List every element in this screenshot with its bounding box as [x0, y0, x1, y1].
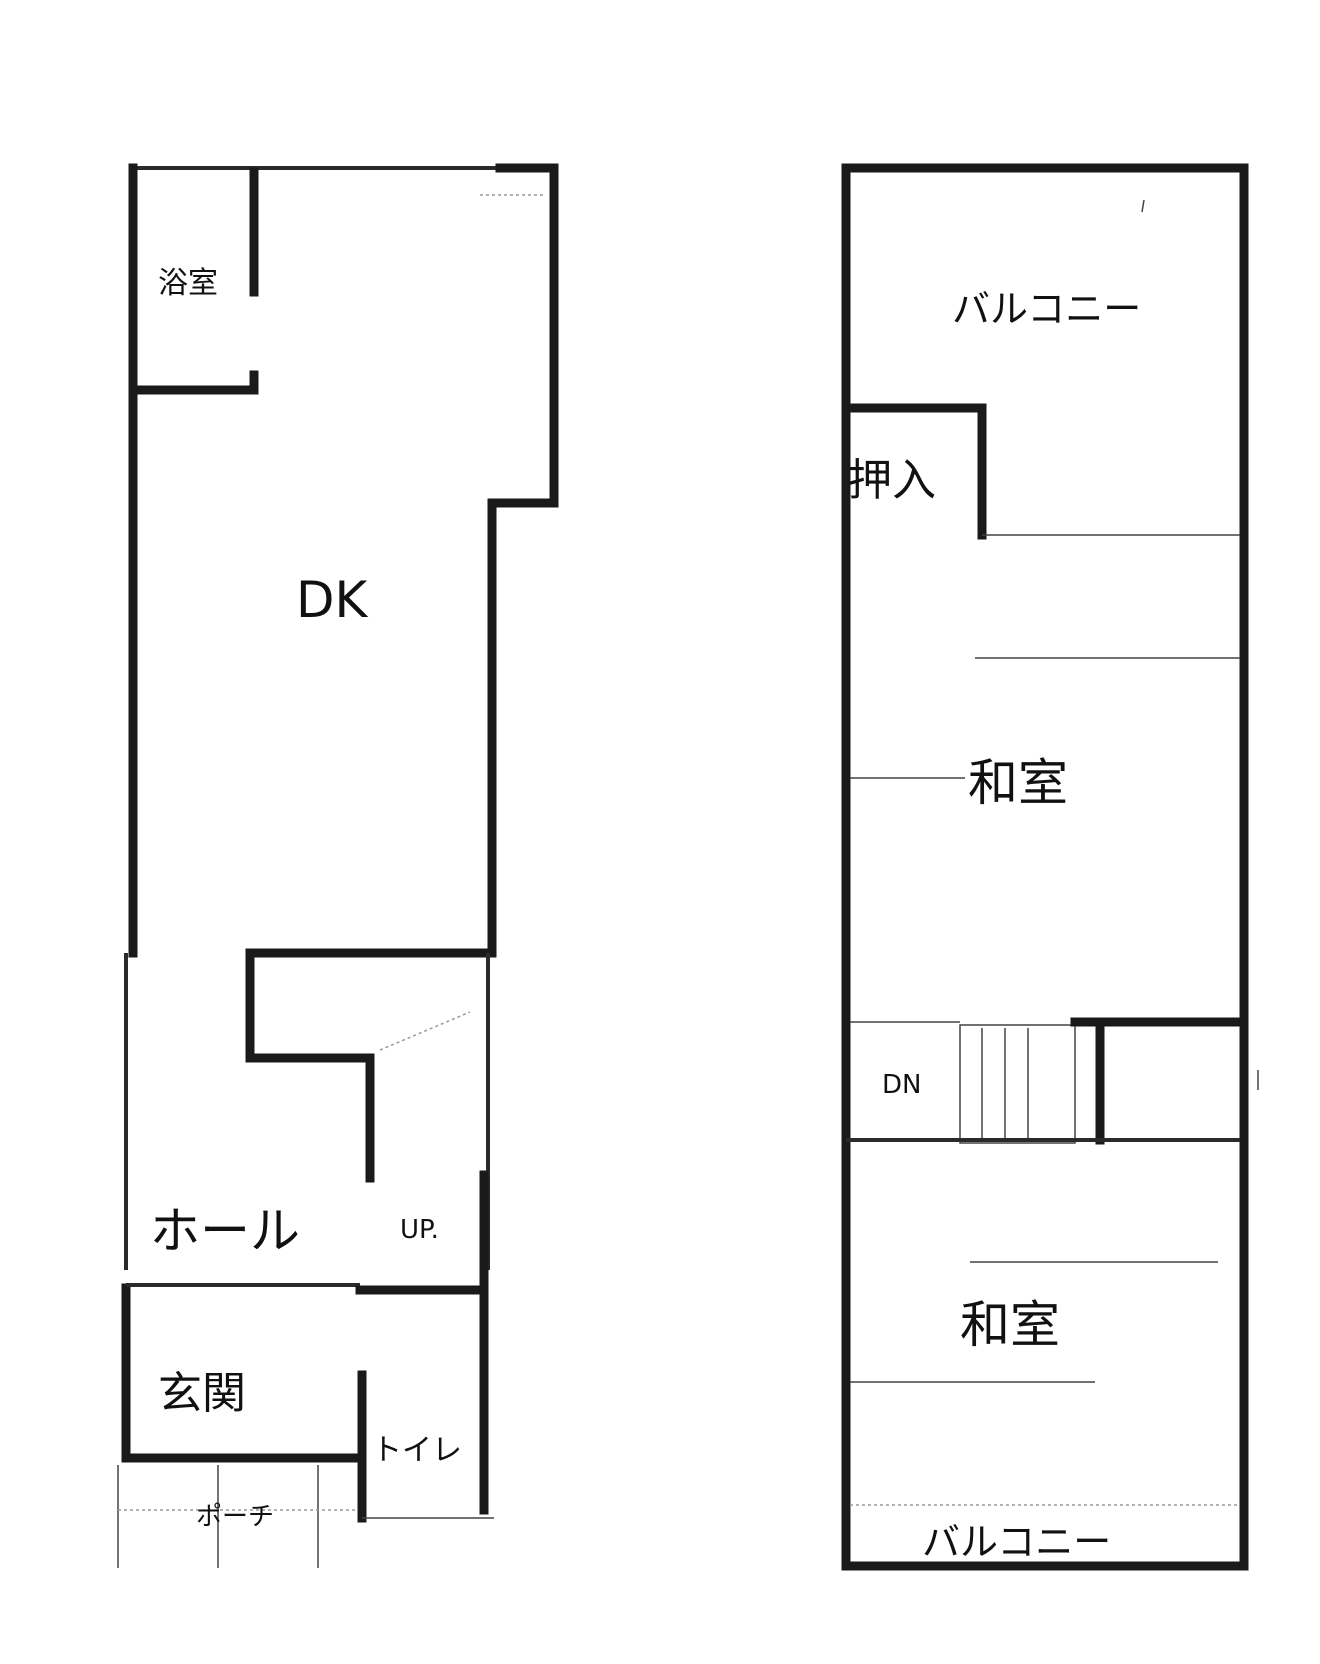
closet-wall [845, 403, 987, 540]
floor-1-plan [117, 163, 559, 1568]
room-label-balcony-top: バルコニー [952, 287, 1141, 331]
room-label-porch: ポーチ [196, 1502, 274, 1532]
stairs [959, 1024, 1076, 1144]
room-label-up: UP. [400, 1215, 439, 1245]
stair-side-wall [1070, 1017, 1105, 1145]
room-label-dn: DN [882, 1070, 921, 1100]
room-label-closet: 押入 [848, 455, 936, 506]
floor2-outer-wall [841, 163, 1249, 1571]
entrance-outline [121, 1283, 361, 1463]
room-label-entrance: 玄関 [158, 1368, 246, 1419]
bath-bottom-wall [128, 370, 259, 395]
room-label-dk: DK [296, 571, 369, 629]
room-label-bath: 浴室 [158, 266, 218, 301]
room-label-washitsu-upper: 和室 [968, 754, 1068, 812]
tick-mark-top [1141, 199, 1145, 213]
room-label-hall: ホール [150, 1202, 300, 1260]
floor-2-plan [841, 163, 1259, 1571]
room-label-toilet: トイレ [372, 1433, 462, 1468]
hall-stair-hint [379, 1011, 471, 1051]
dk-bottom-wall [245, 948, 497, 1183]
room-label-washitsu-lower: 和室 [960, 1296, 1060, 1354]
floor1-top-right-wall [487, 163, 559, 958]
room-label-balcony-bottom: バルコニー [922, 1520, 1111, 1564]
